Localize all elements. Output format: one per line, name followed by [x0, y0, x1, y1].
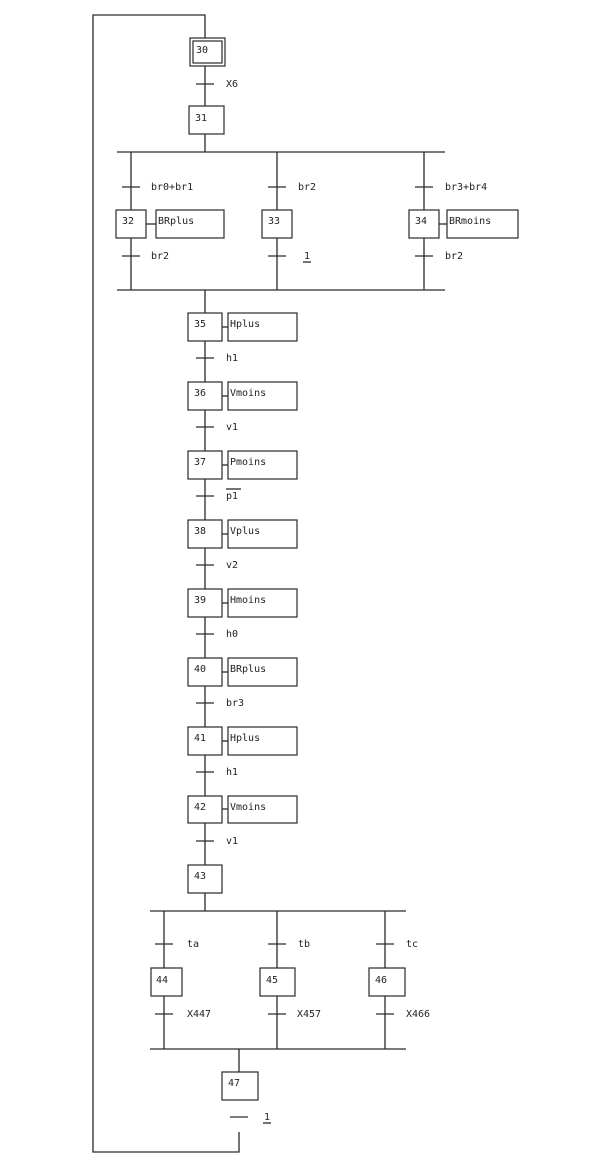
step-42: 42 Vmoins — [187, 795, 298, 824]
step-number: 43 — [194, 871, 206, 882]
action-label: Hplus — [230, 733, 260, 744]
action-label: BRplus — [230, 664, 266, 675]
transition-label: br0+br1 — [151, 182, 193, 193]
action-label: Vplus — [230, 526, 260, 537]
action-label: Hplus — [230, 319, 260, 330]
transition-bars — [122, 83, 433, 1118]
step-number: 44 — [156, 975, 168, 986]
transition-label: h1 — [226, 767, 238, 778]
action-label: Vmoins — [230, 388, 266, 399]
step-31: 31 — [188, 105, 225, 135]
step-35: 35 Hplus — [187, 312, 298, 342]
action-label: Hmoins — [230, 595, 266, 606]
transition-label: tc — [406, 939, 418, 950]
transition-label: br2 — [445, 251, 463, 262]
step-45: 45 — [259, 967, 296, 997]
step-number: 40 — [194, 664, 206, 675]
transition-label: h1 — [226, 353, 238, 364]
step-37: 37 Pmoins — [187, 450, 298, 480]
step-number: 35 — [194, 319, 206, 330]
step-44: 44 — [150, 967, 183, 997]
transition-label: ta — [187, 939, 199, 950]
transition-label: br3 — [226, 698, 244, 709]
step-number: 46 — [375, 975, 387, 986]
step-number: 32 — [122, 216, 134, 227]
transition-label: h0 — [226, 629, 238, 640]
step-number: 41 — [194, 733, 206, 744]
step-number: 30 — [196, 45, 208, 56]
step-number: 36 — [194, 388, 206, 399]
transition-label: v1 — [226, 422, 238, 433]
step-34: 34 BRmoins — [408, 209, 519, 239]
step-47: 47 — [221, 1071, 259, 1101]
transition-label: br3+br4 — [445, 182, 487, 193]
step-40: 40 BRplus — [187, 657, 298, 687]
transition-label: X466 — [406, 1009, 430, 1020]
action-label: BRplus — [158, 216, 194, 227]
transition-label: v2 — [226, 560, 238, 571]
transition-label: br2 — [298, 182, 316, 193]
step-number: 31 — [195, 113, 207, 124]
transition-label: v1 — [226, 836, 238, 847]
action-label: Vmoins — [230, 802, 266, 813]
step-number: 33 — [268, 216, 280, 227]
step-38: 38 Vplus — [187, 519, 298, 549]
transition-label: 1 — [304, 251, 310, 262]
step-30: 30 — [189, 37, 226, 67]
action-label: Pmoins — [230, 457, 266, 468]
transition-label: 1 — [264, 1112, 270, 1123]
step-number: 42 — [194, 802, 206, 813]
step-39: 39 Hmoins — [187, 588, 298, 618]
transition-label: X6 — [226, 79, 238, 90]
action-label: BRmoins — [449, 216, 491, 227]
links — [92, 14, 447, 1153]
step-43: 43 — [187, 864, 223, 894]
transition-label: X457 — [297, 1009, 321, 1020]
step-33: 33 — [261, 209, 293, 239]
step-number: 45 — [266, 975, 278, 986]
step-36: 36 Vmoins — [187, 381, 298, 411]
transition-label: br2 — [151, 251, 169, 262]
step-32: 32 BRplus — [115, 209, 225, 239]
step-number: 37 — [194, 457, 206, 468]
step-number: 34 — [415, 216, 427, 227]
transition-label: X447 — [187, 1009, 211, 1020]
transition-labels: X6 br0+br1 br2 br3+br4 br2 1 br2 h1 v1 p… — [151, 79, 487, 1124]
step-46: 46 — [368, 967, 406, 997]
transition-label: p1 — [226, 491, 238, 502]
step-number: 38 — [194, 526, 206, 537]
step-number: 47 — [228, 1078, 240, 1089]
step-41: 41 Hplus — [187, 726, 298, 756]
step-number: 39 — [194, 595, 206, 606]
transition-label: tb — [298, 939, 310, 950]
